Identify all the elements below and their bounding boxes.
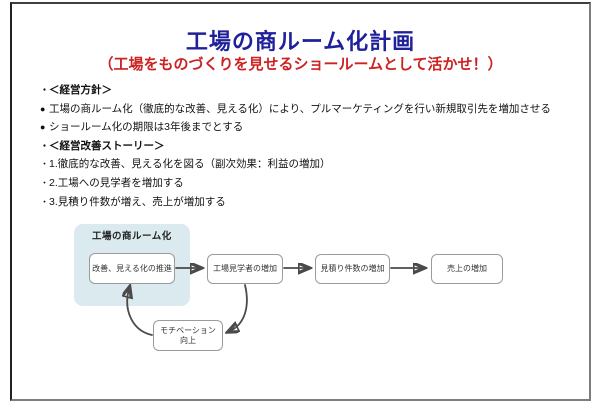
flow-box-label: モチベーション向上 bbox=[160, 325, 216, 345]
bullet-marker: ● bbox=[40, 103, 46, 114]
bullet-text: ＜経営方針＞ bbox=[49, 84, 112, 96]
flow-box-mitsumori: 見積り件数の増加 bbox=[315, 254, 390, 284]
bullet-item: ・ 1.徹底的な改善、見える化を図る（副次効果：利益の増加） bbox=[40, 156, 570, 175]
bullet-text: 3.見積り件数が増え、売上が増加する bbox=[49, 195, 226, 208]
bullet-text: ＜経営改善ストーリー＞ bbox=[49, 139, 165, 152]
bullet-item-policy-header: ・ ＜経営方針＞ bbox=[40, 82, 570, 101]
bullet-item: ・ 3.見積り件数が増え、売上が増加する bbox=[40, 194, 570, 213]
flow-box-motivation: モチベーション向上 bbox=[153, 320, 223, 351]
bullet-marker: ● bbox=[40, 122, 46, 133]
bullet-marker: ・ bbox=[40, 196, 50, 207]
flow-box-label: 改善、見える化の推進 bbox=[92, 263, 172, 273]
flow-box-uriage: 売上の増加 bbox=[431, 254, 503, 284]
bullet-marker: ・ bbox=[40, 159, 50, 170]
flow-group-label: 工場の商ルーム化 bbox=[92, 231, 172, 242]
flow-box-label: 工場見学者の増加 bbox=[213, 264, 277, 273]
flow-box-label: 見積り件数の増加 bbox=[320, 264, 385, 273]
flow-box-label: 売上の増加 bbox=[447, 264, 487, 273]
bullet-marker: ・ bbox=[40, 177, 50, 188]
page-title: 工場の商ルーム化計画 bbox=[185, 29, 416, 54]
bullet-item: ・ 2.工場への見学者を増加する bbox=[40, 175, 570, 194]
bullet-text: ショールーム化の期限は3年後までとする bbox=[49, 121, 244, 134]
bullet-item: ● 工場の商ルーム化（徹底的な改善、見える化）により、プルマーケティングを行い新… bbox=[40, 101, 570, 120]
bullet-item: ● ショールーム化の期限は3年後までとする bbox=[40, 119, 570, 138]
bullet-item-story-header: ・ ＜経営改善ストーリー＞ bbox=[40, 138, 570, 157]
flow-box-kaizen: 改善、見える化の推進 bbox=[89, 253, 175, 284]
bullet-list: ・ ＜経営方針＞ ● 工場の商ルーム化（徹底的な改善、見える化）により、プルマー… bbox=[40, 82, 570, 212]
bullet-marker: ・ bbox=[40, 140, 50, 151]
arrow-kengakusha-to-motivation bbox=[230, 284, 248, 331]
bullet-marker: ・ bbox=[40, 85, 50, 95]
bullet-text: 2.工場への見学者を増加する bbox=[49, 176, 184, 189]
presentation-slide: 工場の商ルーム化計画 （工場をものづくりを見せるショールームとして活かせ！） ・… bbox=[10, 2, 591, 401]
flow-box-kengakusha: 工場見学者の増加 bbox=[207, 254, 283, 284]
page-subtitle: （工場をものづくりを見せるショールームとして活かせ！） bbox=[98, 56, 503, 73]
bullet-text: 1.徹底的な改善、見える化を図る（副次効果：利益の増加） bbox=[49, 158, 331, 171]
bullet-text: 工場の商ルーム化（徹底的な改善、見える化）により、プルマーケティングを行い新規取… bbox=[49, 102, 551, 115]
